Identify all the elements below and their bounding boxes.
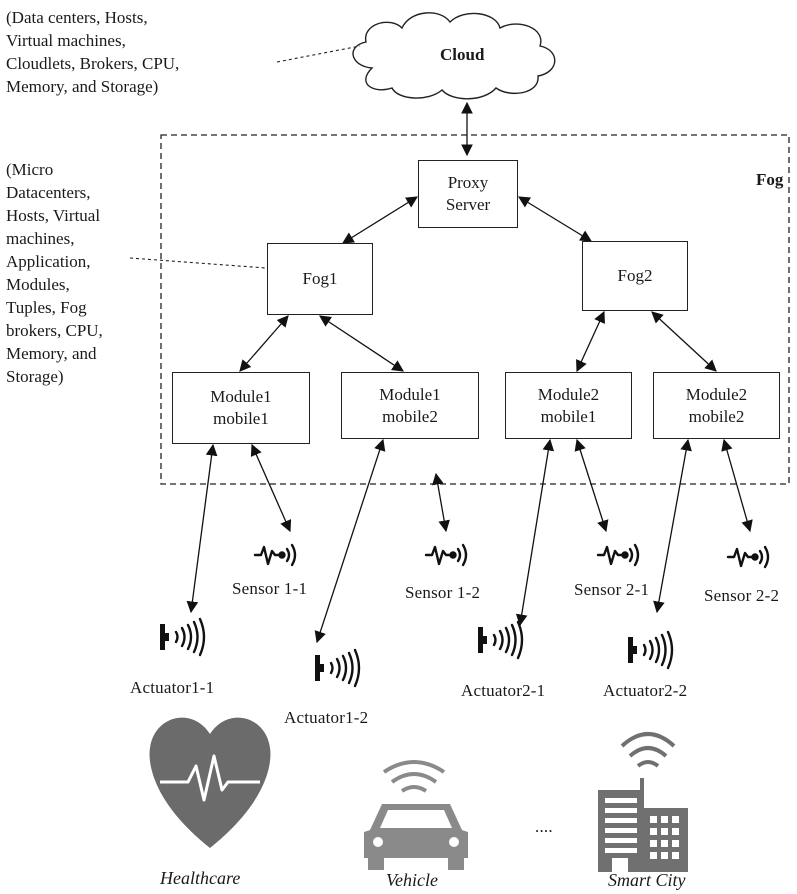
arrow-m21-sen21 [574,438,609,533]
fog2-node: Fog2 [582,241,688,311]
cloud-label: Cloud [440,45,485,64]
fog1-label: Fog1 [302,269,338,288]
car-icon [364,760,468,870]
arrow-m12-act12 [314,438,386,644]
actuator-icon [315,648,361,688]
actuator-icon [628,630,674,670]
module2-mobile2-node: Module2 mobile2 [653,372,780,439]
cloud-note-leader [276,45,361,63]
arrow-fog2-m21 [576,310,605,373]
actuator-label: Actuator1-2 [284,708,369,727]
proxy-server-label: Proxy Server [445,173,491,214]
arrow-fog2-m22 [651,311,717,372]
fog2-label: Fog2 [617,266,653,285]
fog-label: Fog [756,170,784,189]
module2-mobile1-label: Module2 mobile1 [537,384,600,426]
sensor-label: Sensor 1-2 [405,583,481,602]
smart-city-caption: Smart City [608,870,686,890]
sensor-label: Sensor 2-1 [574,580,650,599]
arrow-m22-act22 [653,438,692,614]
arrow-m12-sen12 [432,472,450,533]
actuator-icon [160,617,206,657]
arrow-m11-act11 [186,443,218,614]
fog-note-leader [129,257,267,269]
arrow-fog1-m12 [319,315,404,372]
sensor-label: Sensor 2-2 [704,586,780,605]
module2-mobile1-node: Module2 mobile1 [505,372,632,439]
fog1-node: Fog1 [267,243,373,315]
vehicle-caption: Vehicle [386,870,438,890]
sensor-icon [726,545,770,569]
arrow-m22-sen22 [721,438,753,533]
module1-mobile1-label: Module1 mobile1 [210,387,272,428]
sensor-label: Sensor 1-1 [232,579,308,598]
ellipsis: .... [535,817,553,836]
sensor-icon [596,543,640,567]
sensor-icon [253,543,297,567]
building-icon [598,732,688,872]
module1-mobile2-node: Module1 mobile2 [341,372,479,439]
module2-mobile2-label: Module2 mobile2 [685,384,748,426]
fog-note: (Micro Datacenters, Hosts, Virtual machi… [6,160,103,386]
module1-mobile1-node: Module1 mobile1 [172,372,310,444]
cloud-icon [352,12,556,100]
proxy-server-node: Proxy Server [418,160,518,228]
arrow-m11-sen11 [250,443,292,533]
actuator-label: Actuator1-1 [130,678,215,697]
sensor-icon [424,543,468,567]
arrow-m21-act21 [515,438,555,627]
cloud-note: (Data centers, Hosts, Virtual machines, … [6,8,180,96]
fog-region [160,134,790,485]
actuator-label: Actuator2-1 [461,681,546,700]
heart-icon [149,717,271,848]
arrow-proxy-fog2 [518,196,592,242]
module1-mobile2-label: Module1 mobile2 [379,384,441,426]
arrow-fog1-m11 [239,315,289,372]
arrow-proxy-fog1 [342,196,418,244]
healthcare-caption: Healthcare [160,868,241,888]
actuator-icon [478,620,524,660]
actuator-label: Actuator2-2 [603,681,688,700]
